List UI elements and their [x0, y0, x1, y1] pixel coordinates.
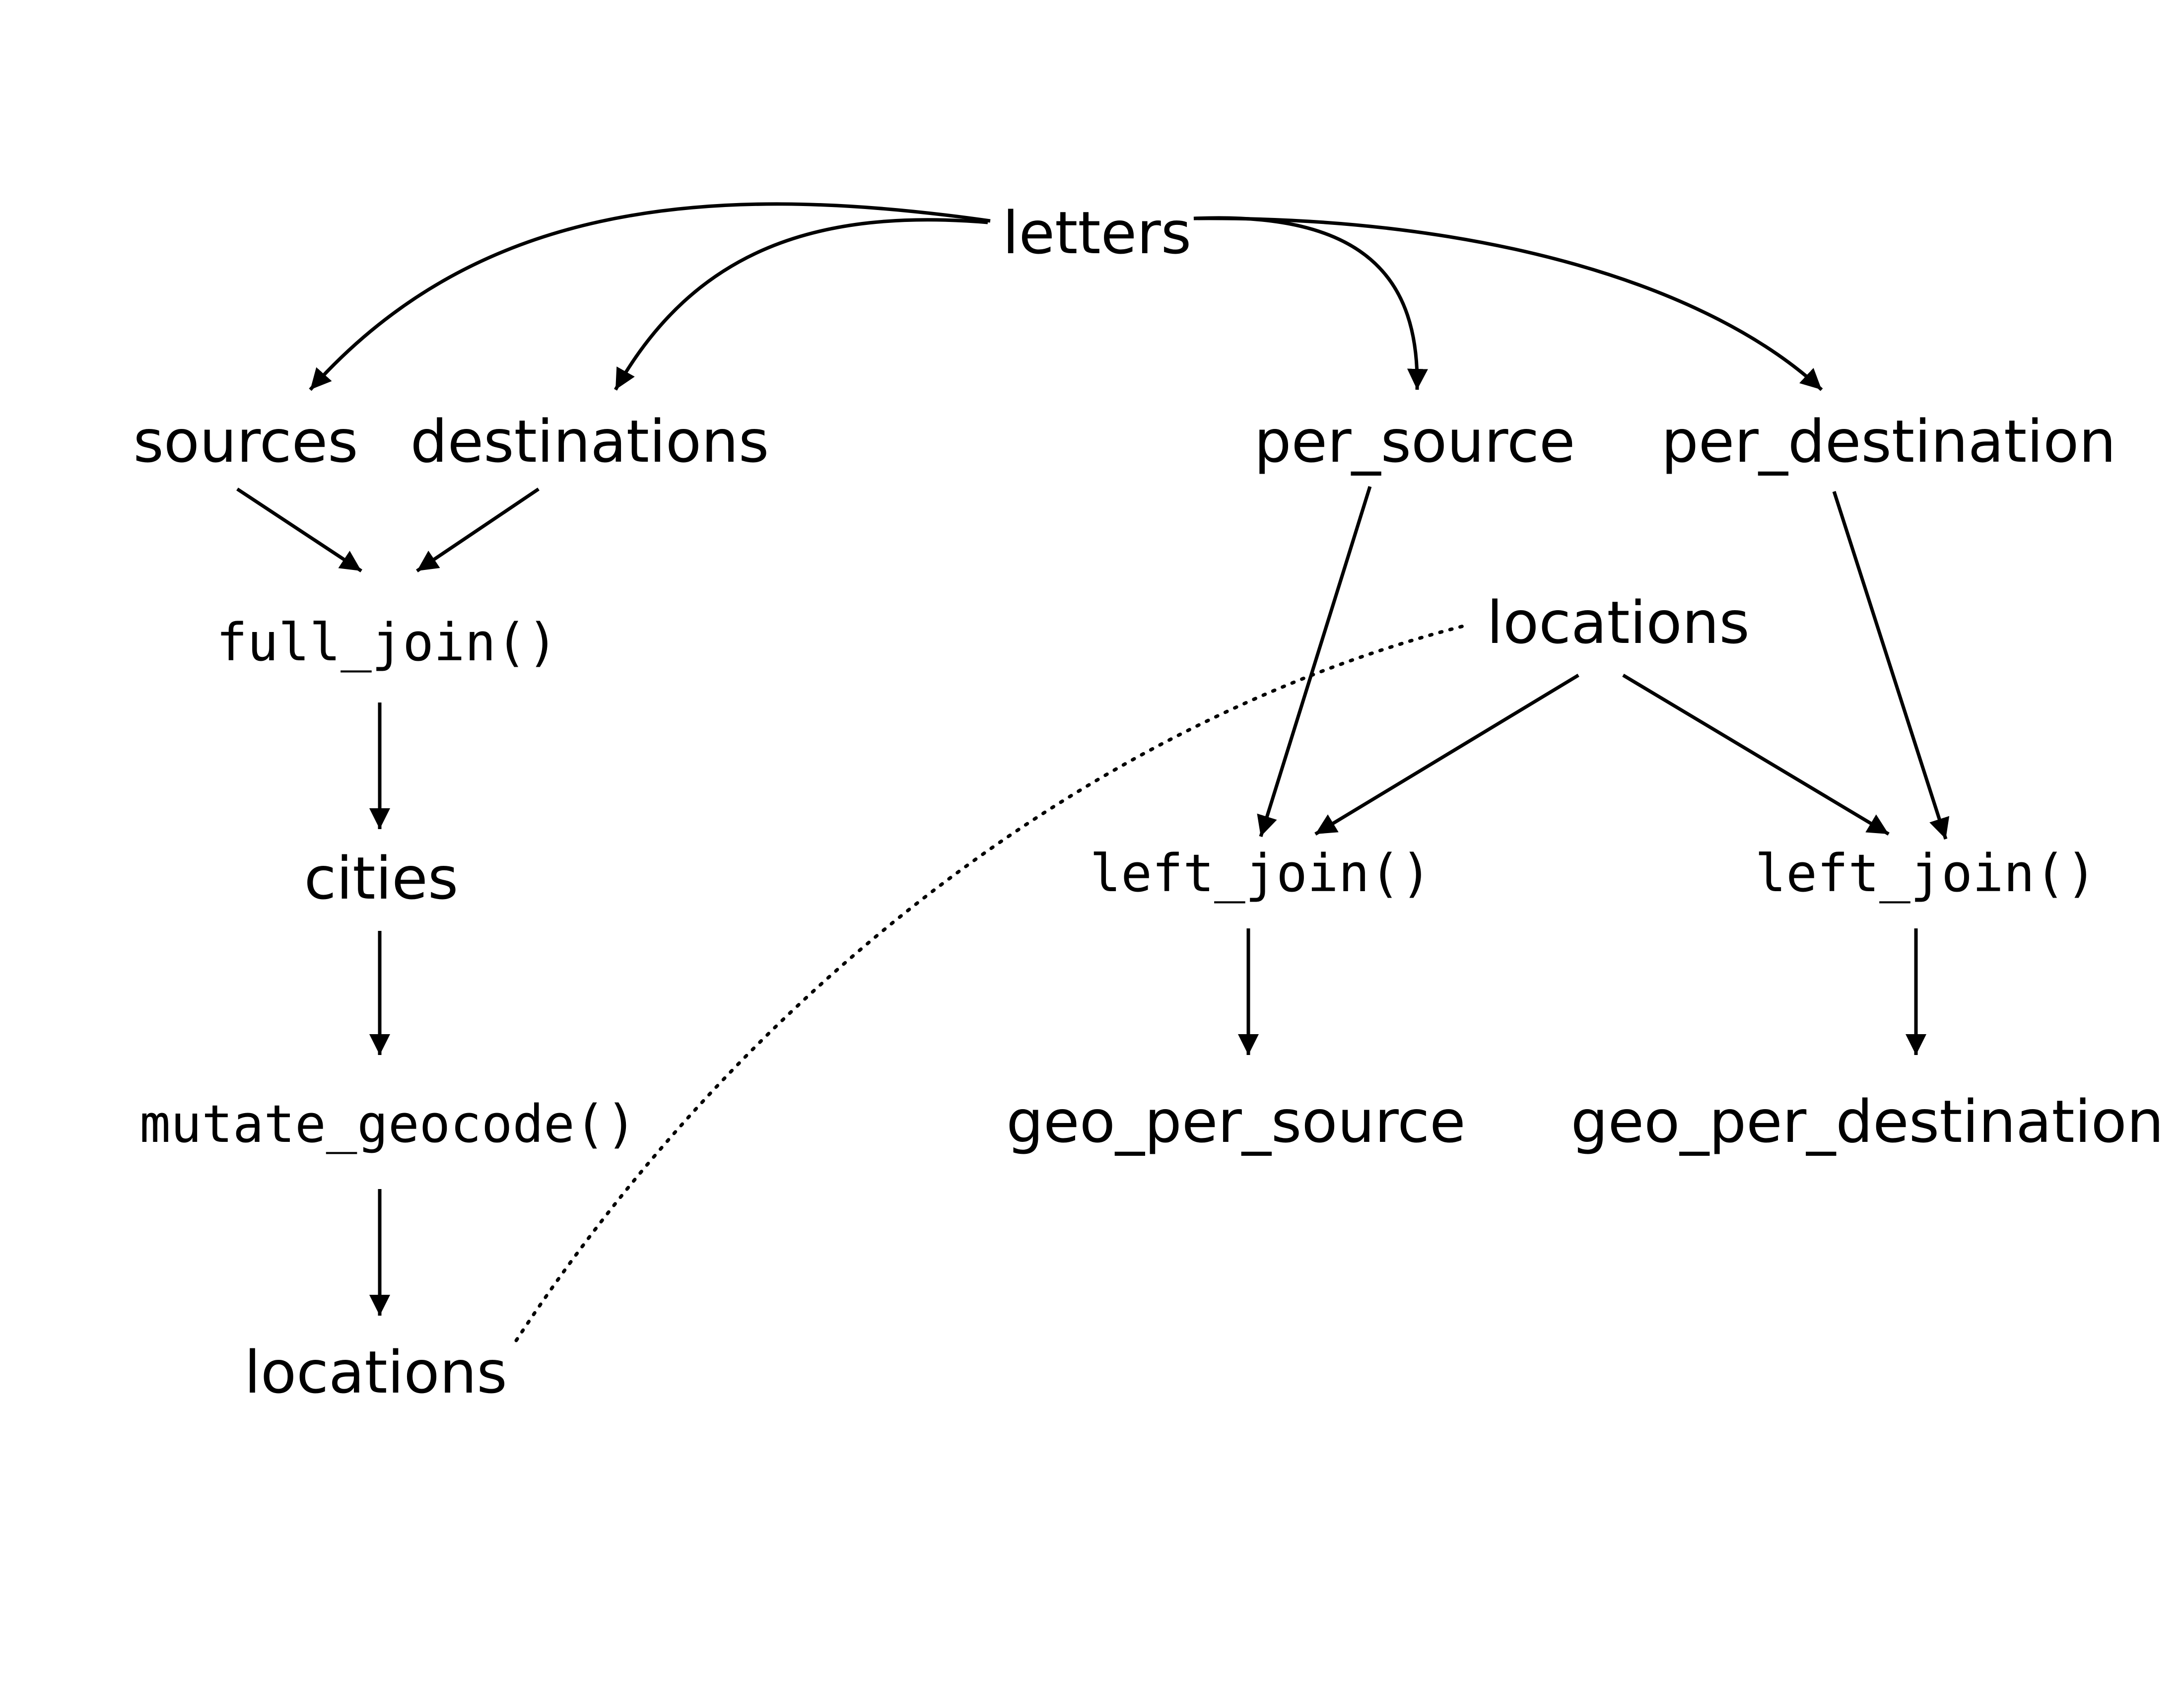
node-left-join-destination: left_join()	[1755, 843, 2097, 904]
node-destinations: destinations	[410, 407, 769, 476]
edge-sources-to-full-join	[236, 488, 362, 572]
edge-per-source-to-left-join	[1257, 486, 1372, 838]
edge-locations-dotted-link	[514, 623, 1471, 1342]
edge-locations-to-left-join-destination	[1622, 673, 1890, 836]
node-per-source: per_source	[1254, 407, 1575, 476]
node-locations-bottom: locations	[244, 1338, 507, 1407]
edge-letters-to-per-destination	[1193, 216, 1823, 391]
edge-letters-to-destinations	[614, 218, 988, 391]
edges	[236, 202, 1950, 1342]
edge-per-destination-to-left-join	[1832, 491, 1950, 840]
edge-locations-to-left-join-source	[1314, 674, 1579, 836]
node-sources: sources	[133, 407, 358, 476]
node-mutate-geocode: mutate_geocode()	[139, 1094, 637, 1154]
edge-letters-to-per-source	[1193, 216, 1428, 390]
node-cities: cities	[304, 844, 459, 913]
edge-letters-to-sources	[309, 202, 991, 391]
node-geo-per-source: geo_per_source	[1006, 1087, 1466, 1156]
nodes: letters sources destinations per_source …	[133, 199, 2164, 1407]
node-locations-right: locations	[1487, 588, 1750, 657]
node-geo-per-destination: geo_per_destination	[1571, 1087, 2164, 1156]
node-full-join: full_join()	[216, 612, 558, 673]
node-per-destination: per_destination	[1661, 407, 2116, 476]
node-left-join-source: left_join()	[1090, 843, 1432, 904]
edge-destinations-to-full-join	[416, 488, 540, 572]
node-letters: letters	[1003, 199, 1192, 267]
